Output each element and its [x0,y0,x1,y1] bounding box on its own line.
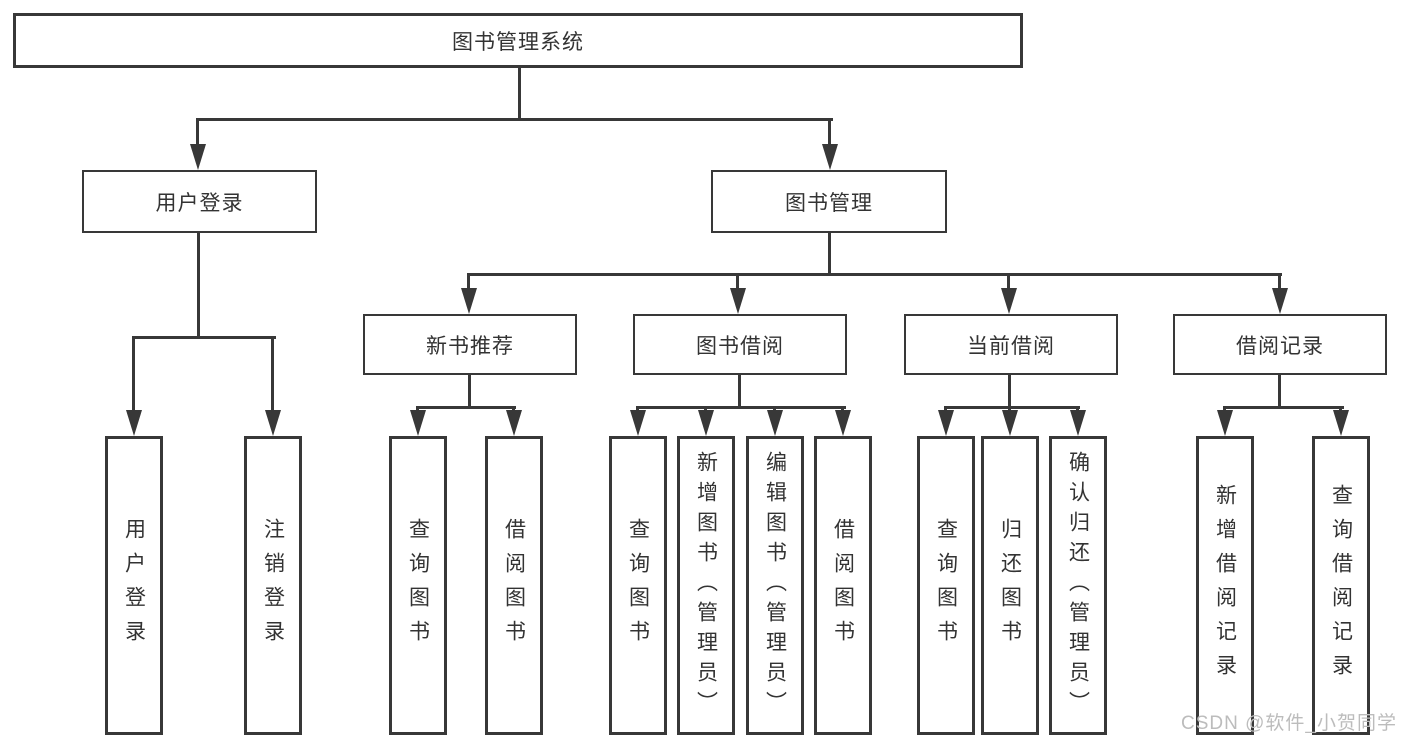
node-root: 图书管理系统 [13,13,1023,68]
arrowhead-down-icon [1272,288,1288,314]
arrowhead-down-icon [1333,410,1349,436]
connector-line [467,273,470,293]
arrowhead-down-icon [767,410,783,436]
arrowhead-down-icon [730,288,746,314]
leaf-add-borrow-record: 新增借阅记录 [1196,436,1254,735]
connector-line [1007,273,1010,293]
leaf-label: 用户登录 [122,517,146,654]
arrowhead-down-icon [461,288,477,314]
node-borrow-records: 借阅记录 [1173,314,1387,375]
connector-line [1223,406,1344,409]
leaf-label: 借阅图书 [831,517,855,654]
leaf-label: 确认归还（管理员） [1066,450,1090,721]
connector-line [196,118,833,121]
connector-line [828,118,831,152]
leaf-label: 借阅图书 [502,517,526,654]
leaf-borrow-books-recommend: 借阅图书 [485,436,543,735]
node-label: 当前借阅 [967,334,1055,358]
arrowhead-down-icon [1217,410,1233,436]
arrowhead-down-icon [938,410,954,436]
node-root-label: 图书管理系统 [452,30,584,54]
arrowhead-down-icon [835,410,851,436]
leaf-label: 查询图书 [934,517,958,654]
leaf-label: 查询借阅记录 [1329,483,1353,688]
arrowhead-down-icon [630,410,646,436]
connector-line [196,118,199,152]
leaf-label: 查询图书 [626,517,650,654]
connector-line [1008,375,1011,409]
connector-line [132,336,276,339]
watermark: CSDN @软件_小贺同学 [1181,713,1397,734]
leaf-add-books-admin: 新增图书（管理员） [677,436,735,735]
node-book-management: 图书管理 [711,170,947,233]
node-label: 借阅记录 [1236,334,1324,358]
leaf-query-books-current: 查询图书 [917,436,975,735]
leaf-query-borrow-record: 查询借阅记录 [1312,436,1370,735]
leaf-label: 注销登录 [261,517,285,654]
node-label: 图书借阅 [696,334,784,358]
connector-line [1278,375,1281,409]
arrowhead-down-icon [265,410,281,436]
arrowhead-down-icon [190,144,206,170]
leaf-return-books: 归还图书 [981,436,1039,735]
connector-line [132,336,135,416]
connector-line [828,233,831,276]
connector-line [271,336,274,416]
leaf-label: 新增图书（管理员） [694,450,718,721]
arrowhead-down-icon [506,410,522,436]
connector-line [944,406,1080,409]
node-label: 图书管理 [785,191,873,215]
arrowhead-down-icon [410,410,426,436]
node-book-borrowing: 图书借阅 [633,314,847,375]
leaf-label: 新增借阅记录 [1213,483,1237,688]
leaf-label: 查询图书 [406,517,430,654]
connector-line [736,273,739,293]
arrowhead-down-icon [1070,410,1086,436]
arrowhead-down-icon [1001,288,1017,314]
leaf-user-login: 用户登录 [105,436,163,735]
connector-line [416,406,516,409]
node-label: 用户登录 [155,191,244,215]
connector-line [467,273,1282,276]
leaf-confirm-return-admin: 确认归还（管理员） [1049,436,1107,735]
node-label: 新书推荐 [426,334,514,358]
connector-line [197,233,200,339]
leaf-label: 归还图书 [998,517,1022,654]
arrowhead-down-icon [698,410,714,436]
arrowhead-down-icon [822,144,838,170]
leaf-label: 编辑图书（管理员） [763,450,787,721]
connector-line [518,68,521,121]
leaf-query-books-recommend: 查询图书 [389,436,447,735]
node-current-borrowing: 当前借阅 [904,314,1118,375]
arrowhead-down-icon [1002,410,1018,436]
connector-line [468,375,471,409]
leaf-edit-books-admin: 编辑图书（管理员） [746,436,804,735]
leaf-logout: 注销登录 [244,436,302,735]
connector-line [1278,273,1281,293]
leaf-query-books-borrow: 查询图书 [609,436,667,735]
node-new-book-recommend: 新书推荐 [363,314,577,375]
leaf-borrow-books: 借阅图书 [814,436,872,735]
connector-line [738,375,741,409]
connector-line [636,406,846,409]
arrowhead-down-icon [126,410,142,436]
node-user-login: 用户登录 [82,170,317,233]
